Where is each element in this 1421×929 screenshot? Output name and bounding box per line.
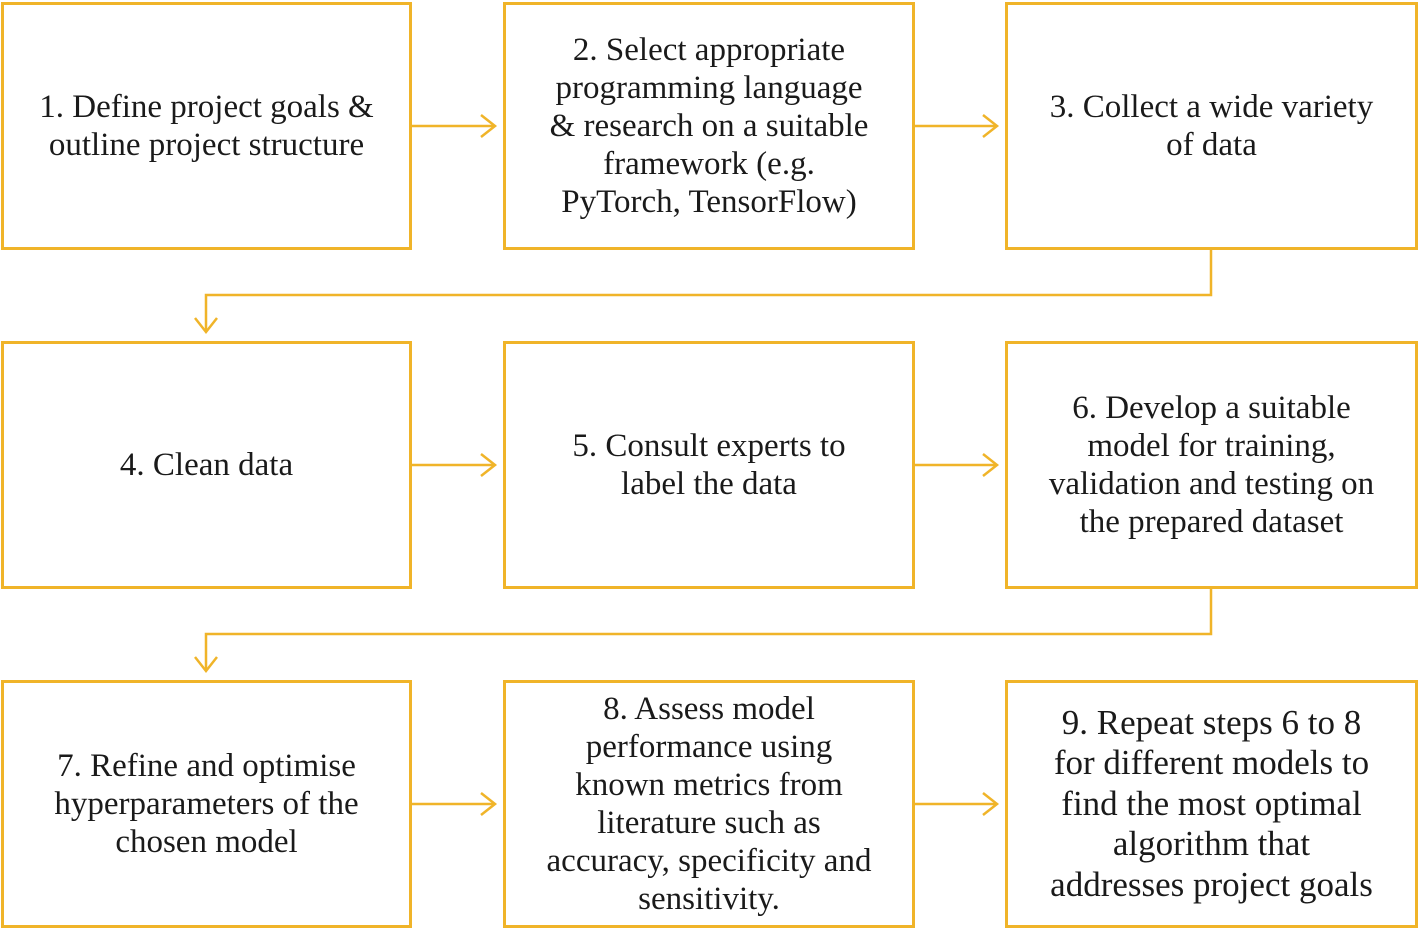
step-4-box: 4. Clean data — [1, 341, 412, 589]
step-6-text: 6. Develop a suitable model for training… — [1048, 390, 1375, 540]
step-5-text: 5. Consult experts to label the data — [572, 428, 846, 502]
step-2-text: 2. Select appropriate programming langua… — [549, 32, 869, 220]
step-1-box: 1. Define project goals & outline projec… — [1, 2, 412, 250]
step-2-box: 2. Select appropriate programming langua… — [503, 2, 915, 250]
step-3-text: 3. Collect a wide variety of data — [1049, 89, 1374, 163]
step-7-box: 7. Refine and optimise hyperparameters o… — [1, 680, 412, 928]
step-9-text: 9. Repeat steps 6 to 8 for different mod… — [1050, 702, 1373, 904]
arrow-2-to-3 — [915, 114, 1000, 138]
step-9-box: 9. Repeat steps 6 to 8 for different mod… — [1005, 680, 1418, 928]
step-8-box: 8. Assess model performance using known … — [503, 680, 915, 928]
step-1-text: 1. Define project goals & outline projec… — [39, 89, 374, 163]
arrow-8-to-9 — [915, 792, 1000, 816]
arrow-6-to-7 — [194, 589, 1213, 674]
step-8-text: 8. Assess model performance using known … — [546, 691, 872, 917]
arrow-7-to-8 — [412, 792, 498, 816]
step-6-box: 6. Develop a suitable model for training… — [1005, 341, 1418, 589]
arrow-4-to-5 — [412, 453, 498, 477]
step-4-text: 4. Clean data — [119, 447, 294, 483]
step-7-text: 7. Refine and optimise hyperparameters o… — [54, 748, 359, 860]
step-5-box: 5. Consult experts to label the data — [503, 341, 915, 589]
arrow-3-to-4 — [194, 250, 1213, 335]
arrow-1-to-2 — [412, 114, 498, 138]
step-3-box: 3. Collect a wide variety of data — [1005, 2, 1418, 250]
arrow-5-to-6 — [915, 453, 1000, 477]
